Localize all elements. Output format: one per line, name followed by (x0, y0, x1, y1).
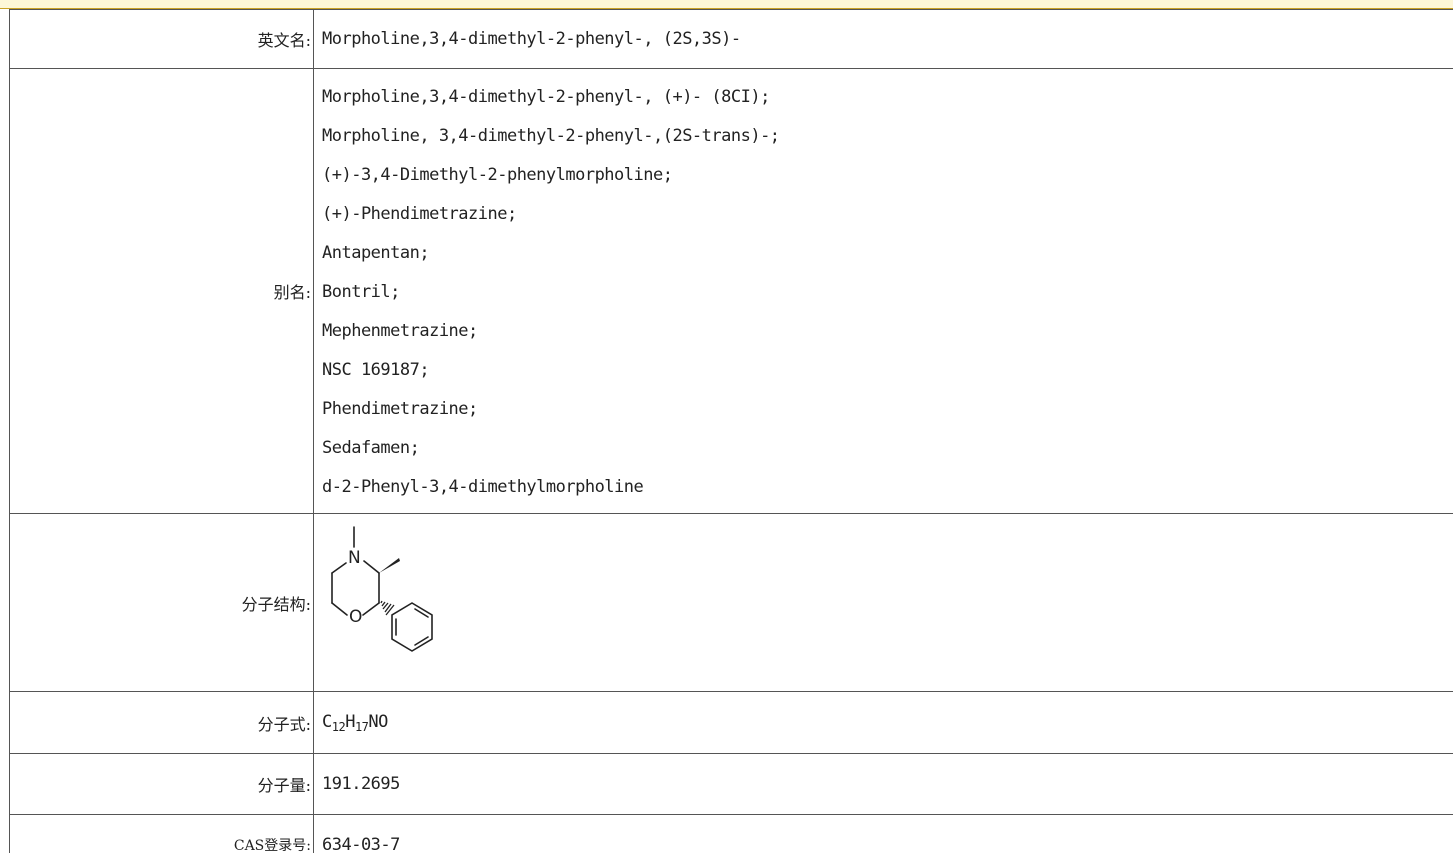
value-synonyms: Morpholine,3,4-dimethyl-2-phenyl-, (+)- … (313, 68, 1453, 514)
row-cas: CAS登录号: 634-03-7 (9, 814, 1453, 853)
bond-line (391, 601, 433, 652)
label-english-name: 英文名: (9, 9, 314, 69)
bond-line (414, 635, 429, 646)
label-cas: CAS登录号: (9, 814, 314, 853)
synonym-list: Morpholine,3,4-dimethyl-2-phenyl-, (+)- … (322, 69, 1453, 513)
bond-line (384, 603, 392, 612)
synonym-item: Bontril; (322, 282, 400, 302)
value-english-name: Morpholine,3,4-dimethyl-2-phenyl-, (2S,3… (313, 9, 1453, 69)
bond-line (331, 561, 347, 574)
bond-line (363, 559, 380, 574)
synonym-item: (+)-3,4-Dimethyl-2-phenylmorpholine; (322, 165, 673, 185)
header-band (0, 0, 1453, 9)
synonym-item: Mephenmetrazine; (322, 321, 478, 341)
row-formula: 分子式: C12H17NO (9, 691, 1453, 754)
synonym-item: Morpholine,3,4-dimethyl-2-phenyl-, (+)- … (322, 87, 770, 107)
synonym-item: (+)-Phendimetrazine; (322, 204, 517, 224)
bond-line (379, 557, 400, 573)
value-structure: N O (313, 513, 1453, 692)
synonym-item: Antapentan; (322, 243, 430, 263)
label-molecular-weight: 分子量: (9, 753, 314, 815)
value-formula: C12H17NO (313, 691, 1453, 754)
formula-subscript: 12 (331, 719, 346, 734)
bond-line (385, 604, 395, 615)
atom-label-o: O (349, 607, 362, 627)
value-molecular-weight: 191.2695 (313, 753, 1453, 815)
bond-line (381, 601, 386, 606)
bond-line (414, 607, 429, 618)
row-structure: 分子结构: (9, 513, 1453, 692)
bond-line (380, 600, 383, 603)
property-table: 英文名: Morpholine,3,4-dimethyl-2-phenyl-, … (9, 9, 1453, 853)
molecule-diagram: N O (331, 525, 433, 652)
synonym-item: Morpholine, 3,4-dimethyl-2-phenyl-,(2S-t… (322, 126, 780, 146)
row-english-name: 英文名: Morpholine,3,4-dimethyl-2-phenyl-, … (9, 9, 1453, 69)
synonym-item: d-2-Phenyl-3,4-dimethylmorpholine (322, 477, 644, 497)
formula-element: H (345, 711, 355, 732)
formula-element: C (322, 711, 332, 732)
formula-element: NO (368, 711, 388, 732)
label-synonyms: 别名: (9, 68, 314, 514)
label-structure: 分子结构: (9, 513, 314, 692)
atom-label-n: N (348, 548, 360, 568)
value-cas: 634-03-7 (313, 814, 1453, 853)
row-molecular-weight: 分子量: 191.2695 (9, 753, 1453, 815)
label-formula: 分子式: (9, 691, 314, 754)
synonym-item: NSC 169187; (322, 360, 430, 380)
bond-line (331, 601, 348, 616)
row-synonyms: 别名: Morpholine,3,4-dimethyl-2-phenyl-, (… (9, 68, 1453, 514)
synonym-item: Phendimetrazine; (322, 399, 478, 419)
formula-subscript: 17 (354, 719, 369, 734)
bond-line (382, 602, 389, 609)
bond-line (362, 601, 380, 616)
structure-image: N O (322, 523, 1453, 683)
synonym-item: Sedafamen; (322, 438, 420, 458)
